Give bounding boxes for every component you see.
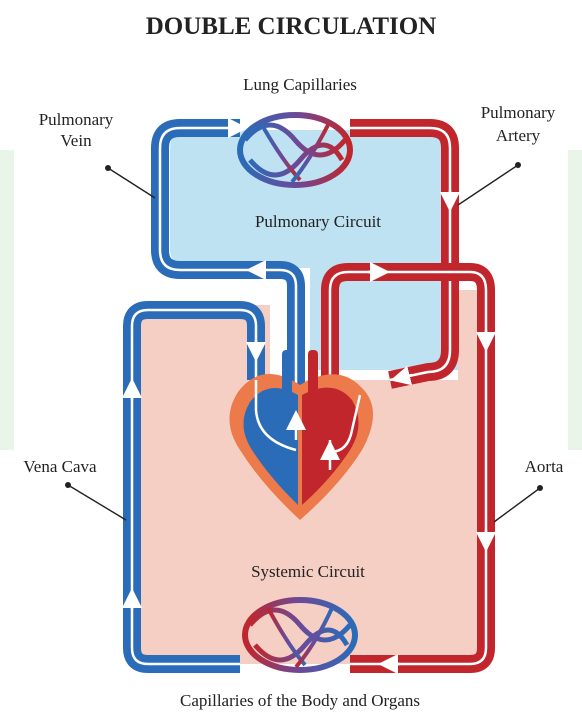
pulmonary-vein-leader: [108, 168, 155, 198]
label-vena-cava: Vena Cava: [23, 457, 97, 476]
right-edge-tint: [568, 150, 582, 450]
left-edge-tint: [0, 150, 14, 450]
pulmonary-artery-leader-dot: [515, 162, 521, 168]
label-pulmonary-artery-1: Pulmonary: [481, 103, 556, 122]
vena-cava-leader: [68, 485, 126, 520]
pulmonary-vein-leader-dot: [105, 165, 111, 171]
label-body-capillaries: Capillaries of the Body and Organs: [180, 691, 420, 710]
aorta-leader-dot: [537, 485, 543, 491]
aorta-leader: [494, 488, 540, 522]
pulmonary-artery-leader: [458, 165, 518, 205]
label-systemic-circuit: Systemic Circuit: [251, 562, 365, 581]
label-pulmonary-artery-2: Artery: [496, 126, 541, 145]
label-lung-capillaries: Lung Capillaries: [243, 75, 357, 94]
heart-vessel-stub-1: [282, 350, 292, 395]
label-aorta: Aorta: [525, 457, 564, 476]
label-pulmonary-vein-2: Vein: [60, 131, 92, 150]
heart-vessel-stub-2: [308, 350, 318, 395]
label-pulmonary-vein-1: Pulmonary: [39, 110, 114, 129]
diagram-title: DOUBLE CIRCULATION: [146, 13, 437, 40]
vena-cava-leader-dot: [65, 482, 71, 488]
label-pulmonary-circuit: Pulmonary Circuit: [255, 212, 381, 231]
